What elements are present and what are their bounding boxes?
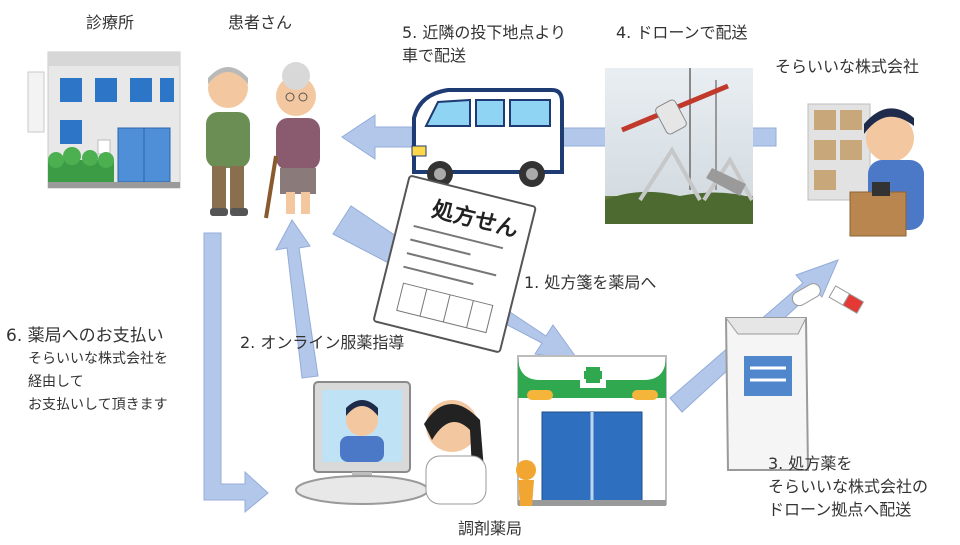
pharmacy-illustration [516,355,667,506]
pharmacy-label: 調剤薬局 [458,519,523,538]
company-illustration [807,103,924,237]
mascot-illustration [516,460,536,506]
consultation-illustration [295,381,487,505]
step3-line3: ドローン拠点へ配送 [768,500,912,519]
step6-line2: 経由して [28,374,84,390]
patient-illustration [206,62,320,219]
medicine-bag-illustration [724,283,865,471]
step3-line2: そらいいな株式会社の [768,477,929,496]
van-illustration [411,88,564,187]
step1-label: 1. 処方箋を薬局へ [524,273,657,292]
step6-line3: お支払いして頂きます [28,397,168,413]
arrow-pharmacy-to-patient [275,219,319,379]
clinic-illustration [27,51,181,189]
step6-title: 6. 薬局へのお支払い [6,326,164,346]
arrow-patient-to-pharmacy-payment [203,232,269,514]
prescription-illustration: 処方せん [373,175,537,353]
step3-line1: 3. 処方薬を [768,454,853,473]
arrow-car-to-patient [341,114,413,160]
patient-label: 患者さん [228,13,293,32]
step2-label: 2. オンライン服薬指導 [240,333,405,352]
step5-line2: 車で配送 [402,46,467,65]
step5-line1: 5. 近隣の投下地点より [402,23,567,42]
drone-photo [605,68,754,224]
step6-line1: そらいいな株式会社を [28,351,168,367]
clinic-label: 診療所 [86,13,135,32]
step4-label: 4. ドローンで配送 [616,23,748,42]
company-label: そらいいな株式会社 [775,57,920,76]
